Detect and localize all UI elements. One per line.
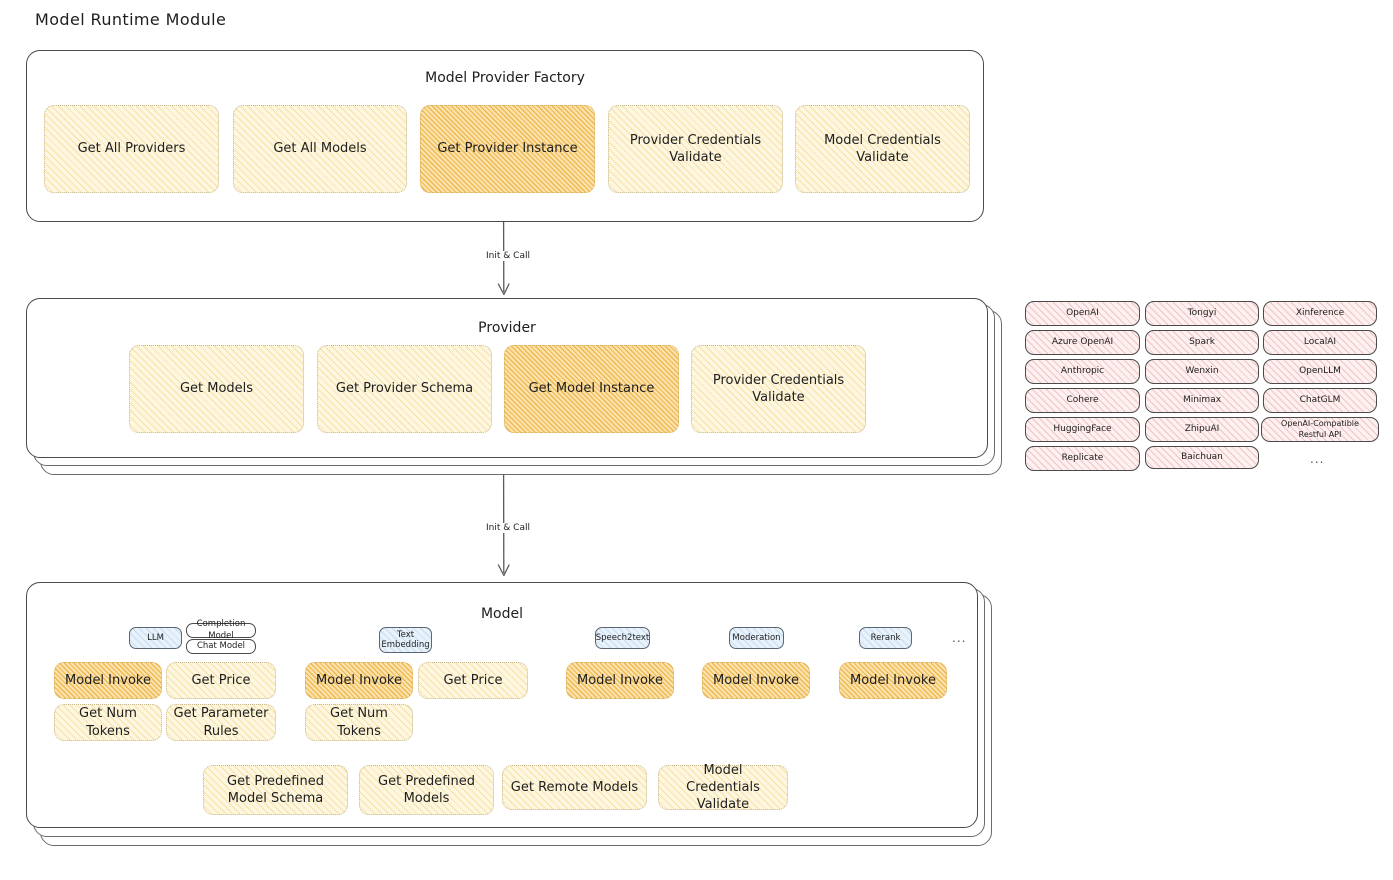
- node-model-credentials-validate-factory[interactable]: Model Credentials Validate: [795, 105, 970, 193]
- provider-chip-xinference[interactable]: Xinference: [1263, 301, 1377, 326]
- provider-chip-replicate[interactable]: Replicate: [1025, 446, 1140, 471]
- node-get-predefined-models[interactable]: Get Predefined Models: [359, 765, 494, 815]
- node-llm-get-price[interactable]: Get Price: [166, 662, 276, 699]
- provider-chip-openllm[interactable]: OpenLLM: [1263, 359, 1377, 384]
- provider-chip-tongyi[interactable]: Tongyi: [1145, 301, 1259, 326]
- node-embedding-get-price[interactable]: Get Price: [418, 662, 528, 699]
- node-provider-credentials-validate[interactable]: Provider Credentials Validate: [691, 345, 866, 433]
- node-model-credentials-validate-model[interactable]: Model Credentials Validate: [658, 763, 788, 812]
- provider-chip-anthropic[interactable]: Anthropic: [1025, 359, 1140, 384]
- node-get-model-instance[interactable]: Get Model Instance: [504, 345, 679, 433]
- node-rerank-model-invoke[interactable]: Model Invoke: [839, 662, 947, 699]
- provider-list-ellipsis: ...: [1310, 452, 1325, 466]
- provider-chip-chatglm[interactable]: ChatGLM: [1263, 388, 1377, 413]
- provider-chip-openai[interactable]: OpenAI: [1025, 301, 1140, 326]
- model-tag-completion-model[interactable]: Completion Model: [186, 619, 256, 641]
- node-embedding-model-invoke[interactable]: Model Invoke: [305, 662, 413, 699]
- provider-chip-cohere[interactable]: Cohere: [1025, 388, 1140, 413]
- page-title: Model Runtime Module: [35, 10, 227, 29]
- provider-chip-azure-openai[interactable]: Azure OpenAI: [1025, 330, 1140, 355]
- node-speech2text-model-invoke[interactable]: Model Invoke: [566, 662, 674, 699]
- provider-chip-wenxin[interactable]: Wenxin: [1145, 359, 1259, 384]
- node-get-remote-models[interactable]: Get Remote Models: [502, 765, 647, 810]
- model-type-badge-rerank[interactable]: Rerank: [859, 627, 912, 649]
- model-type-badge-speech2text[interactable]: Speech2text: [595, 627, 650, 649]
- model-provider-factory-title: Model Provider Factory: [425, 70, 585, 86]
- provider-chip-huggingface[interactable]: HuggingFace: [1025, 417, 1140, 442]
- provider-chip-baichuan[interactable]: Baichuan: [1145, 446, 1259, 469]
- provider-chip-spark[interactable]: Spark: [1145, 330, 1259, 355]
- node-provider-credentials-validate-factory[interactable]: Provider Credentials Validate: [608, 105, 783, 193]
- arrow-factory-to-provider: [497, 222, 510, 296]
- node-moderation-model-invoke[interactable]: Model Invoke: [702, 662, 810, 699]
- model-types-ellipsis: ...: [952, 631, 967, 645]
- node-llm-get-num-tokens[interactable]: Get Num Tokens: [54, 704, 162, 741]
- node-embedding-get-num-tokens[interactable]: Get Num Tokens: [305, 704, 413, 741]
- node-llm-get-parameter-rules[interactable]: Get Parameter Rules: [166, 704, 276, 741]
- model-tag-chat-model[interactable]: Chat Model: [186, 639, 256, 654]
- arrow-label-init-call-1: Init & Call: [460, 251, 556, 261]
- node-get-models[interactable]: Get Models: [129, 345, 304, 433]
- provider-title: Provider: [478, 320, 536, 336]
- node-get-provider-schema[interactable]: Get Provider Schema: [317, 345, 492, 433]
- node-get-provider-instance[interactable]: Get Provider Instance: [420, 105, 595, 193]
- provider-chip-zhipuai[interactable]: ZhipuAI: [1145, 417, 1259, 442]
- node-get-all-models[interactable]: Get All Models: [233, 105, 407, 193]
- arrow-label-init-call-2: Init & Call: [460, 523, 556, 533]
- node-get-all-providers[interactable]: Get All Providers: [44, 105, 219, 193]
- model-type-badge-llm[interactable]: LLM: [129, 627, 182, 649]
- model-type-badge-moderation[interactable]: Moderation: [729, 627, 784, 649]
- model-type-badge-text-embedding[interactable]: Text Embedding: [379, 627, 432, 653]
- provider-chip-localai[interactable]: LocalAI: [1263, 330, 1377, 355]
- node-get-predefined-model-schema[interactable]: Get Predefined Model Schema: [203, 765, 348, 815]
- provider-chip-openai-compatible[interactable]: OpenAI-Compatible Restful API: [1261, 417, 1379, 442]
- node-llm-model-invoke[interactable]: Model Invoke: [54, 662, 162, 699]
- provider-chip-minimax[interactable]: Minimax: [1145, 388, 1259, 413]
- model-title: Model: [480, 606, 524, 622]
